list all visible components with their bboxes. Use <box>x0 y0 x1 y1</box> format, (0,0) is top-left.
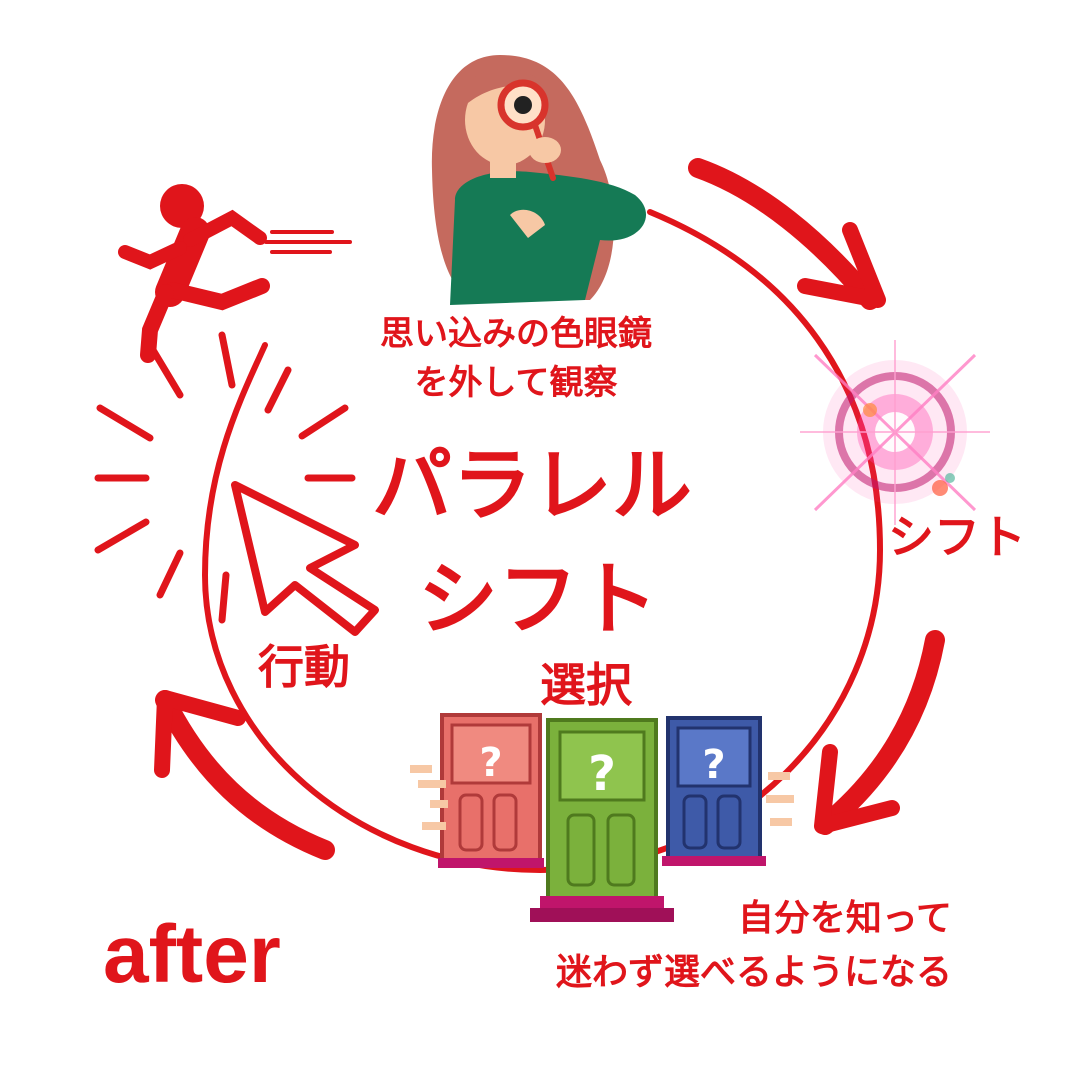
door-motion-lines <box>410 765 794 830</box>
cursor-arrow-icon <box>231 481 379 636</box>
choice-label: 選択 <box>540 658 632 712</box>
observe-label-line2: を外して観察 <box>414 363 618 404</box>
door-red-question: ? <box>479 740 502 786</box>
woman-magnifier-icon <box>431 55 647 305</box>
action-label: 行動 <box>258 640 350 694</box>
door-blue <box>662 716 766 866</box>
know-self-line2: 迷わず選べるようになる <box>556 952 953 993</box>
door-green <box>530 718 674 922</box>
observe-label: 思い込みの色眼鏡 を外して観察 <box>380 310 652 409</box>
after-label: after <box>103 909 281 1000</box>
cycle-arrow-top-right <box>688 158 886 310</box>
know-self-label: 自分を知って 迷わず選べるようになる <box>556 892 952 1000</box>
cycle-arrow-bottom-right <box>814 630 945 835</box>
door-red <box>438 713 544 868</box>
cycle-arrow-bottom-left <box>154 690 335 860</box>
know-self-line1: 自分を知って <box>737 898 953 939</box>
three-doors-icon: ? ? ? <box>410 713 794 922</box>
door-blue-question: ? <box>702 742 725 788</box>
door-question-marks: ? ? ? <box>479 740 725 802</box>
title-line2: シフト <box>418 553 658 646</box>
observe-label-line1: 思い込みの色眼鏡 <box>380 314 652 354</box>
title-line1: パラレル <box>372 439 692 532</box>
lens-flare-icon <box>800 340 990 525</box>
shift-label: シフト <box>888 510 1026 564</box>
door-green-question: ? <box>588 746 616 802</box>
running-person-icon <box>118 184 352 363</box>
